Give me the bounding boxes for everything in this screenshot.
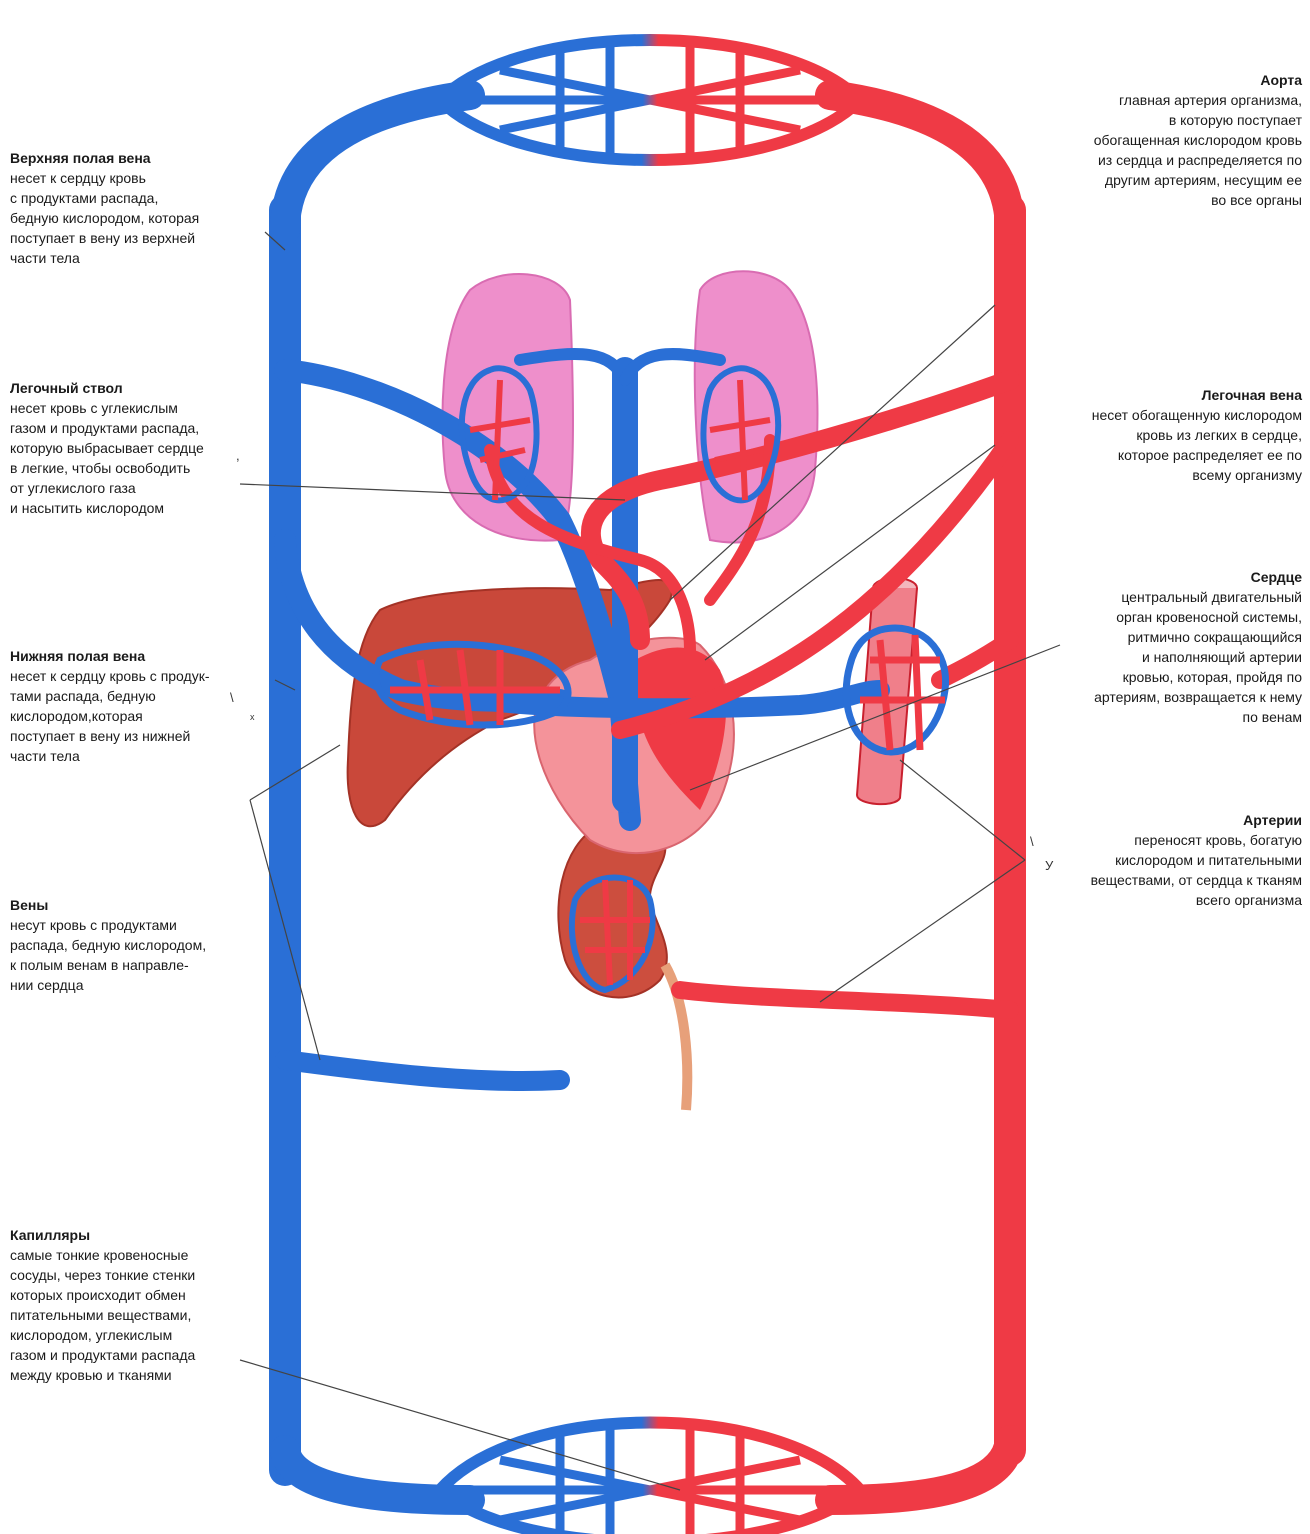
- heart-desc: центральный двигательный орган кровеносн…: [1042, 587, 1302, 727]
- pulmonary-trunk-title: Легочный ствол: [10, 378, 250, 398]
- aorta-desc: главная артерия организма, в которую пос…: [1042, 90, 1302, 210]
- label-inferior-vena-cava: Нижняя полая вена несет к сердцу кровь с…: [10, 646, 250, 766]
- label-superior-vena-cava: Верхняя полая вена несет к сердцу кровь …: [10, 148, 250, 268]
- stray-backslash-1: \: [230, 690, 234, 705]
- label-heart: Сердце центральный двигательный орган кр…: [1042, 567, 1302, 727]
- label-pulmonary-trunk: Легочный ствол несет кровь с углекислым …: [10, 378, 250, 518]
- superior-vena-cava-title: Верхняя полая вена: [10, 148, 250, 168]
- pulmonary-vein-title: Легочная вена: [1042, 385, 1302, 405]
- label-pulmonary-vein: Легочная вена несет обогащенную кислород…: [1042, 385, 1302, 485]
- stray-x-mark: x: [250, 712, 255, 722]
- arteries-title: Артерии: [1042, 810, 1302, 830]
- heart-title: Сердце: [1042, 567, 1302, 587]
- inferior-vena-cava-title: Нижняя полая вена: [10, 646, 250, 666]
- label-capillaries: Капилляры самые тонкие кровеносные сосуд…: [10, 1225, 250, 1385]
- capillaries-title: Капилляры: [10, 1225, 250, 1245]
- pulmonary-vein-desc: несет обогащенную кислородом кровь из ле…: [1042, 405, 1302, 485]
- stray-y-mark: У: [1045, 858, 1053, 873]
- pulmonary-trunk-desc: несет кровь с углекислым газом и продукт…: [10, 398, 250, 518]
- arteries-desc: переносят кровь, богатую кислородом и пи…: [1042, 830, 1302, 910]
- veins-desc: несут кровь с продуктами распада, бедную…: [10, 915, 250, 995]
- lower-capillary-bed: [440, 1423, 860, 1534]
- label-veins: Вены несут кровь с продуктами распада, б…: [10, 895, 250, 995]
- capillaries-desc: самые тонкие кровеносные сосуды, через т…: [10, 1245, 250, 1385]
- inferior-vena-cava-desc: несет к сердцу кровь с продук- тами расп…: [10, 666, 250, 766]
- label-aorta: Аорта главная артерия организма, в котор…: [1042, 70, 1302, 210]
- veins-title: Вены: [10, 895, 250, 915]
- superior-vena-cava-desc: несет к сердцу кровь с продуктами распад…: [10, 168, 250, 268]
- upper-capillary-bed: [440, 40, 860, 160]
- stray-comma: ,: [236, 448, 240, 463]
- stray-backslash-2: \: [1030, 834, 1034, 849]
- label-arteries: Артерии переносят кровь, богатую кислоро…: [1042, 810, 1302, 910]
- right-lung: [695, 271, 818, 542]
- aorta-title: Аорта: [1042, 70, 1302, 90]
